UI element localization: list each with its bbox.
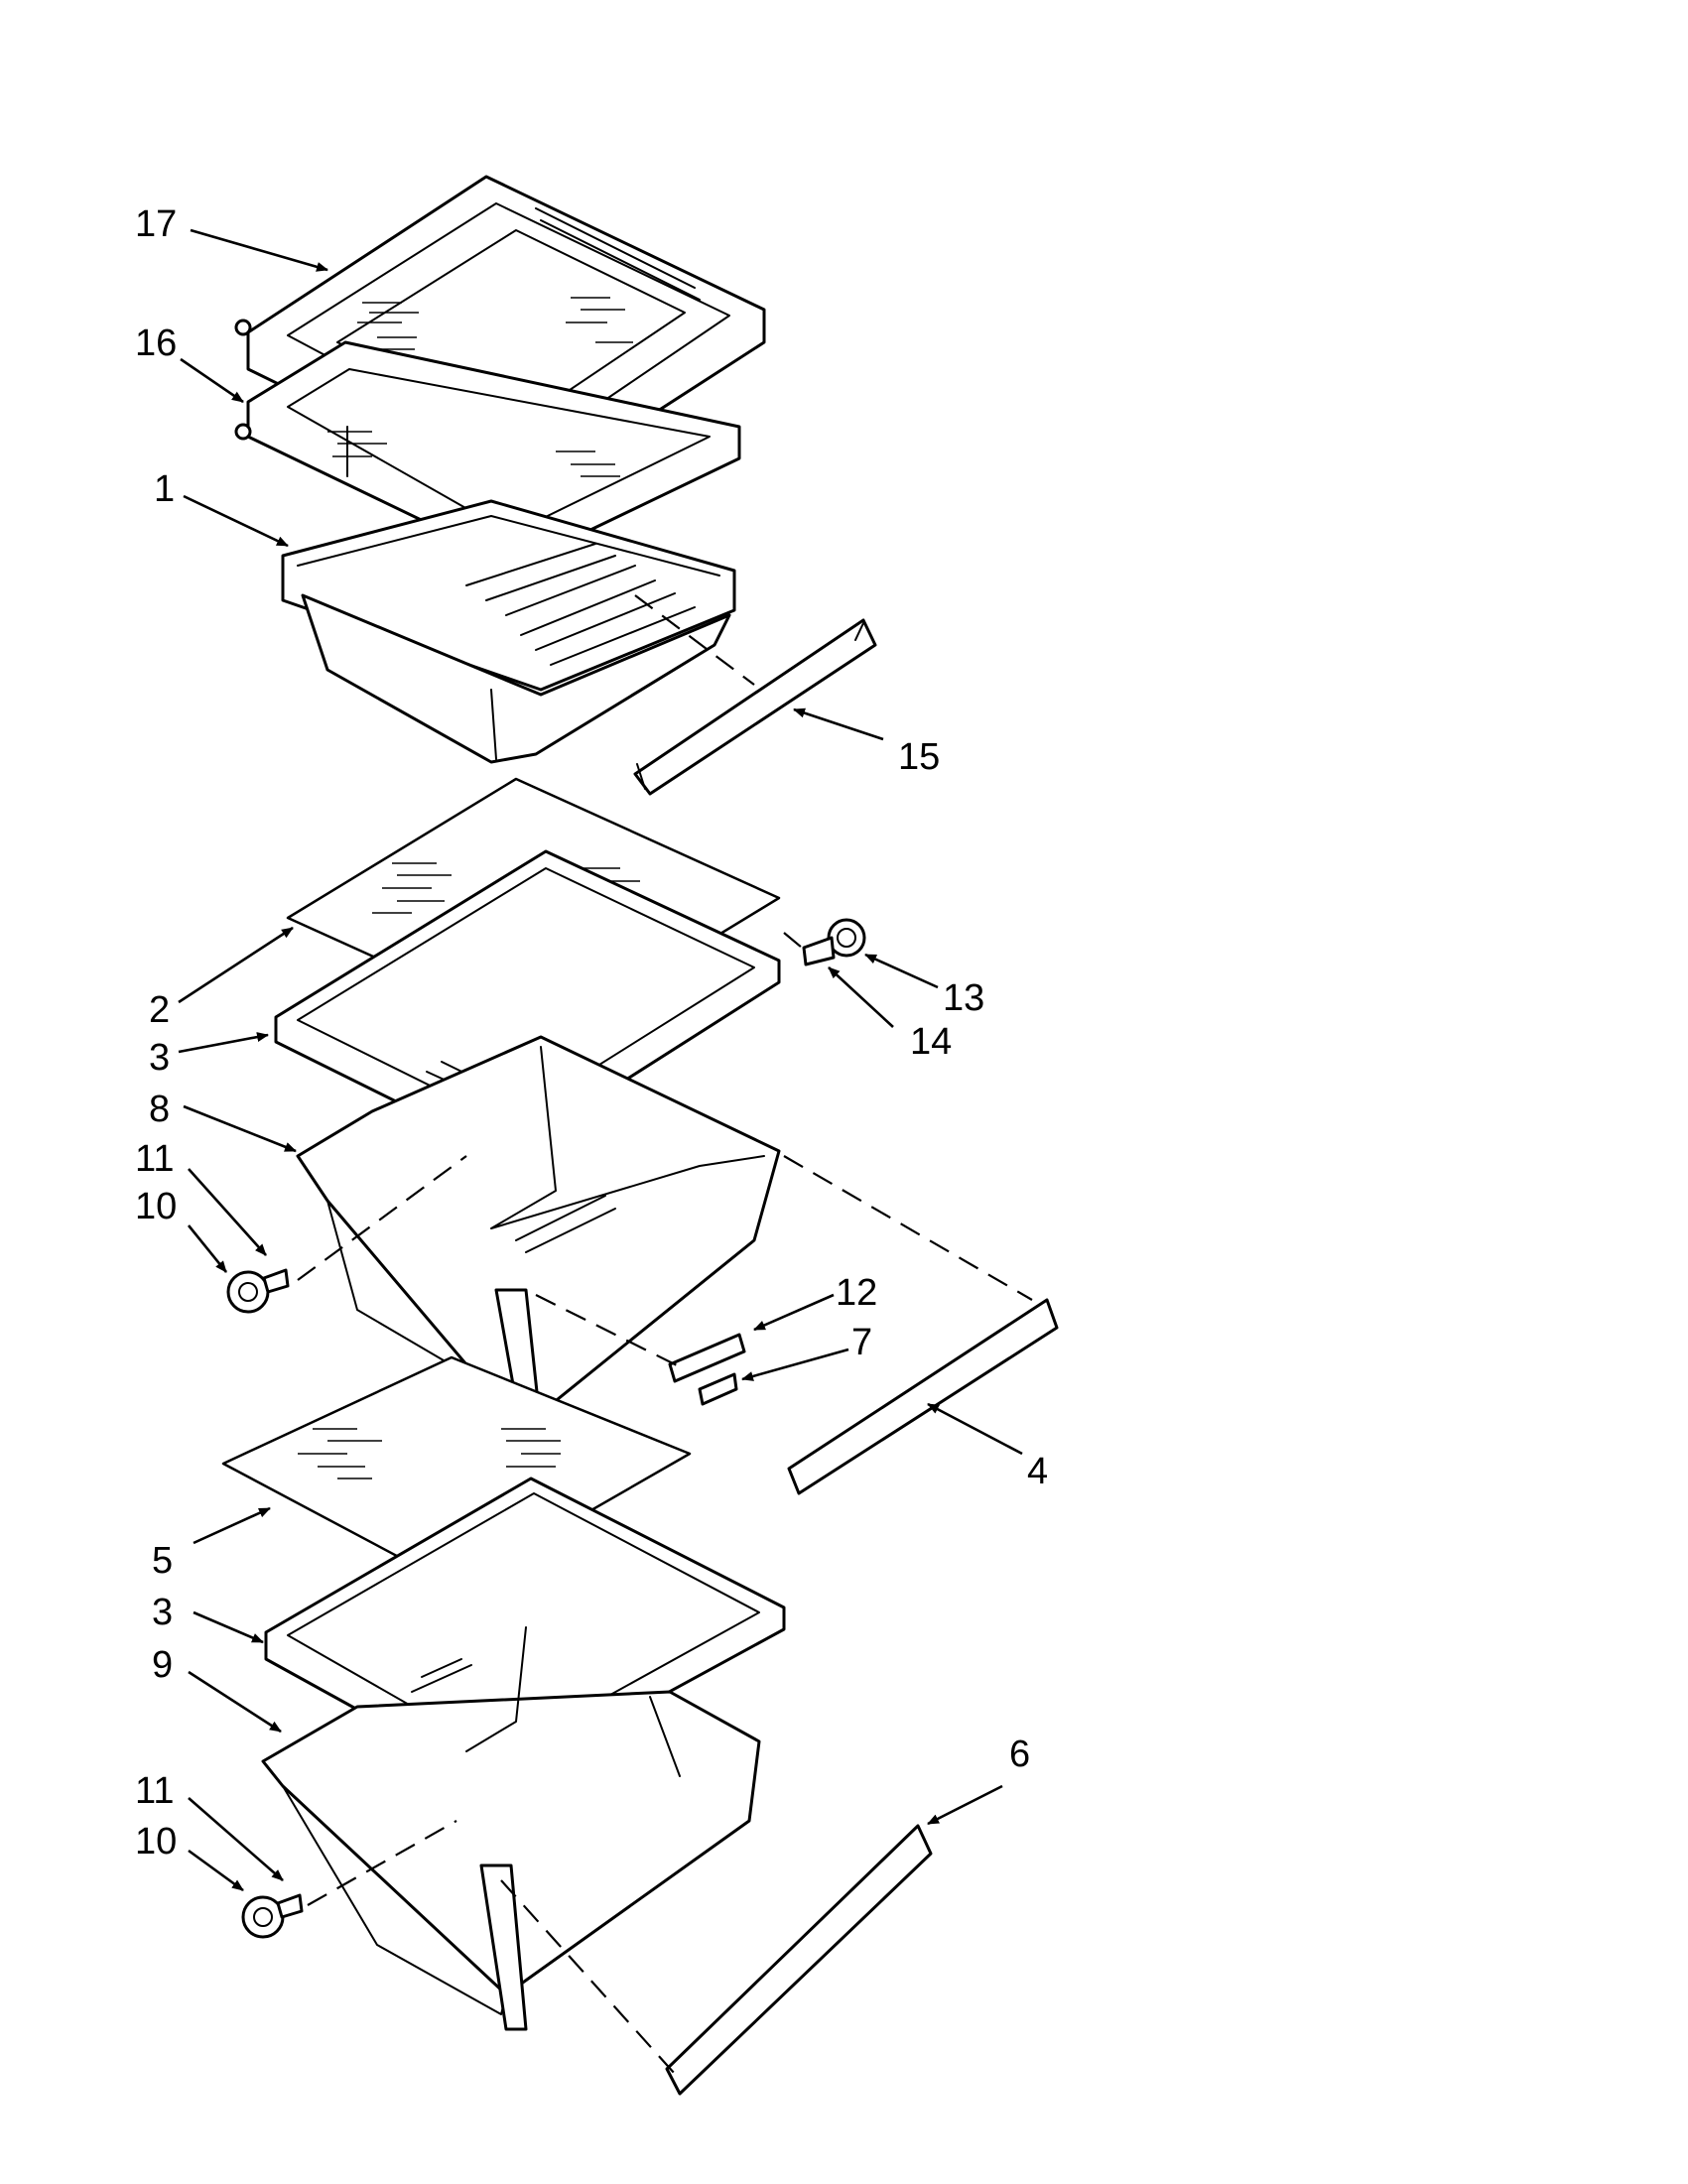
callout-10-upper: 10 <box>135 1186 177 1227</box>
callout-14: 14 <box>910 1021 952 1063</box>
callout-16: 16 <box>135 322 177 364</box>
leader-12 <box>753 1293 835 1332</box>
callout-7: 7 <box>851 1322 872 1363</box>
callout-6: 6 <box>1009 1734 1030 1775</box>
callout-8: 8 <box>149 1089 170 1130</box>
callout-11-lower: 11 <box>135 1770 174 1812</box>
part-10-roller-upper <box>226 1270 270 1314</box>
part-7-tab <box>698 1372 738 1406</box>
leader-3-upper <box>178 1032 269 1054</box>
part-4-trim <box>787 1298 1059 1495</box>
leader-16 <box>180 357 244 404</box>
part-5-glass-shelf <box>221 1355 692 1590</box>
alignment-lines <box>297 594 1033 2075</box>
callout-11-upper: 11 <box>135 1138 174 1180</box>
callout-17: 17 <box>135 203 177 245</box>
part-9-crisper-pan <box>261 1626 761 2031</box>
leader-7 <box>741 1348 849 1381</box>
leader-1 <box>183 494 289 548</box>
part-8-crisper-pan <box>296 1035 781 1431</box>
leader-11-upper <box>188 1168 267 1256</box>
leader-11-lower <box>188 1797 284 1881</box>
leader-lines <box>178 228 1023 1892</box>
leader-9 <box>188 1670 282 1734</box>
leader-17 <box>190 228 328 272</box>
leader-6 <box>927 1784 1003 1826</box>
callout-13: 13 <box>943 977 984 1019</box>
leader-14 <box>828 966 894 1028</box>
callout-2: 2 <box>149 989 170 1031</box>
part-12-tab <box>668 1333 746 1383</box>
leader-10-lower <box>188 1849 244 1892</box>
callout-labels: 17 16 1 15 13 14 2 3 8 11 10 12 7 4 5 3 … <box>135 203 1048 1863</box>
leader-8 <box>183 1104 297 1153</box>
callout-15: 15 <box>898 736 940 778</box>
callout-5: 5 <box>152 1540 173 1582</box>
callout-12: 12 <box>836 1272 877 1314</box>
leader-5 <box>193 1506 271 1545</box>
part-14-screw <box>802 936 836 966</box>
leader-3-lower <box>193 1610 264 1644</box>
leader-13 <box>864 953 939 989</box>
leader-10-upper <box>187 1224 228 1273</box>
part-15-trim <box>633 618 877 796</box>
part-11-axle-lower <box>276 1893 304 1919</box>
part-1-meat-pan <box>281 499 736 764</box>
callout-3-lower: 3 <box>152 1592 173 1633</box>
leader-15 <box>793 707 884 741</box>
part-6-trim <box>665 1824 933 2096</box>
callout-3-upper: 3 <box>149 1037 170 1079</box>
callout-9: 9 <box>152 1644 173 1686</box>
callout-10-lower: 10 <box>135 1821 177 1863</box>
part-11-axle-upper <box>262 1268 290 1294</box>
leader-2 <box>178 926 294 1004</box>
leader-4 <box>927 1402 1023 1456</box>
callout-4: 4 <box>1027 1451 1048 1492</box>
callout-1: 1 <box>154 468 175 510</box>
